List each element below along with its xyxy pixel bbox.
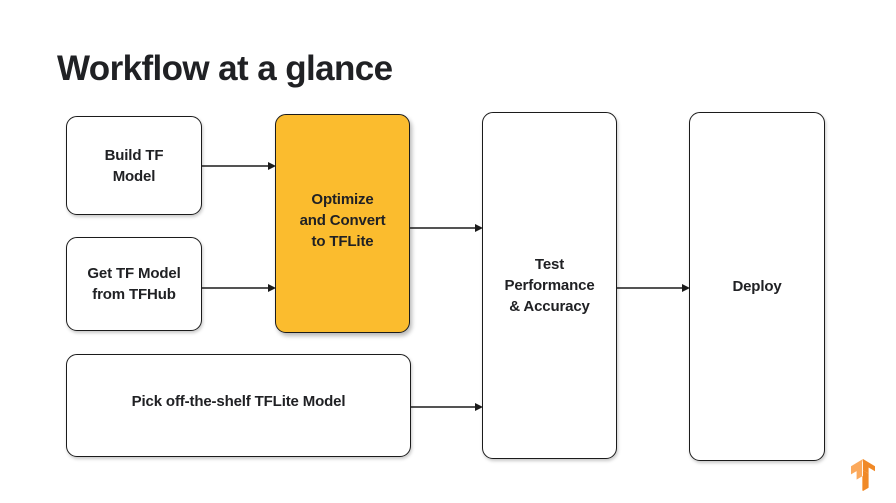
arrow-optimize-to-test (410, 223, 483, 233)
flow-node-get-tf-model-from-tfhub[interactable]: Get TF Model from TFHub (66, 237, 202, 331)
flow-node-pick-off-the-shelf-tflite-model[interactable]: Pick off-the-shelf TFLite Model (66, 354, 411, 457)
flow-node-label: Build TF Model (104, 146, 164, 185)
flow-node-label: Get TF Model from TFHub (87, 265, 181, 303)
flow-node-label: Deploy (732, 278, 782, 295)
flow-node-deploy[interactable]: Deploy (689, 112, 825, 461)
arrow-offshelf-to-test (411, 402, 483, 412)
page-title: Workflow at a glance (57, 49, 393, 88)
flow-node-optimize-and-convert-to-tflite[interactable]: Optimize and Convert to TFLite (275, 114, 410, 333)
flow-node-test-performance-and-accuracy[interactable]: Test Performance & Accuracy (482, 112, 617, 459)
flow-node-label: Test Performance & Accuracy (504, 256, 595, 315)
tensorflow-logo (848, 458, 878, 492)
flow-node-label: Pick off-the-shelf TFLite Model (131, 393, 346, 410)
flow-node-label: Optimize and Convert to TFLite (299, 191, 386, 250)
arrow-build-to-optimize (202, 161, 276, 171)
arrow-tfhub-to-optimize (202, 283, 276, 293)
arrow-test-to-deploy (617, 283, 690, 293)
flow-node-build-tf-model[interactable]: Build TF Model (66, 116, 202, 215)
